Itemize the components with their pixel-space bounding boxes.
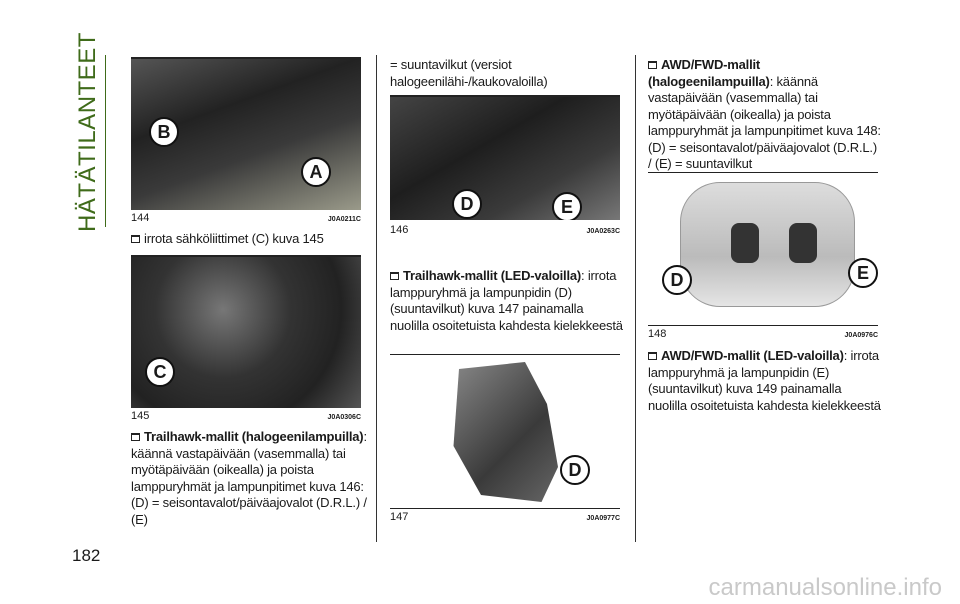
callout-label: A (301, 157, 331, 187)
column-divider (635, 55, 636, 542)
section-title: HÄTÄTILANTEET (74, 32, 101, 232)
figure-148-caption: 148 J0A0976C (648, 328, 878, 340)
figure-number: 147 (390, 511, 409, 523)
step-text: AWD/FWD-mallit (LED-valoilla): irrota la… (648, 348, 881, 413)
callout-label: D (662, 265, 692, 295)
figure-144-image: B A (131, 57, 361, 210)
figure-148-image (680, 182, 855, 307)
figure-147-caption: 147 J0A0977C (390, 511, 620, 523)
section-divider (105, 55, 106, 227)
figure-rule (390, 508, 620, 509)
callout-label: D (560, 455, 590, 485)
checkbox-bullet-icon (131, 433, 140, 441)
figure-rule (648, 325, 878, 326)
callout-label: E (552, 192, 582, 220)
callout-label: B (149, 117, 179, 147)
page-number: 182 (72, 546, 101, 565)
step-text: Trailhawk-mallit (LED-valoilla): irrota … (390, 268, 623, 333)
checkbox-bullet-icon (131, 235, 140, 243)
continued-text: = suuntavilkut (versiot halogeenilähi-/k… (390, 57, 548, 89)
figure-number: 144 (131, 212, 150, 224)
checkbox-bullet-icon (648, 352, 657, 360)
figure-145-caption: 145 J0A0306C (131, 410, 361, 422)
figure-code: J0A0976C (844, 332, 878, 339)
watermark: carmanualsonline.info (708, 574, 942, 601)
figure-code: J0A0306C (327, 414, 361, 421)
callout-label: C (145, 357, 175, 387)
figure-147-image (453, 362, 558, 502)
step-text: irrota sähköliittimet (C) kuva 145 (131, 231, 363, 248)
figure-number: 145 (131, 410, 150, 422)
figure-rule (390, 354, 620, 355)
figure-code: J0A0211C (327, 216, 361, 223)
callout-label: E (848, 258, 878, 288)
figure-code: J0A0977C (586, 515, 620, 522)
figure-code: J0A0263C (586, 228, 620, 235)
column-divider (376, 55, 377, 542)
callout-label: D (452, 189, 482, 219)
figure-146-image: D E (390, 95, 620, 220)
checkbox-bullet-icon (390, 272, 399, 280)
step-text: AWD/FWD-mallit (halogeenilampuilla): kää… (648, 57, 881, 171)
step-text: Trailhawk-mallit (halogeenilampuilla): k… (131, 429, 367, 527)
figure-number: 148 (648, 328, 667, 340)
figure-rule (648, 172, 878, 173)
figure-145-image: C (131, 255, 361, 408)
figure-number: 146 (390, 224, 409, 236)
figure-144-caption: 144 J0A0211C (131, 212, 361, 224)
figure-146-caption: 146 J0A0263C (390, 224, 620, 236)
checkbox-bullet-icon (648, 61, 657, 69)
